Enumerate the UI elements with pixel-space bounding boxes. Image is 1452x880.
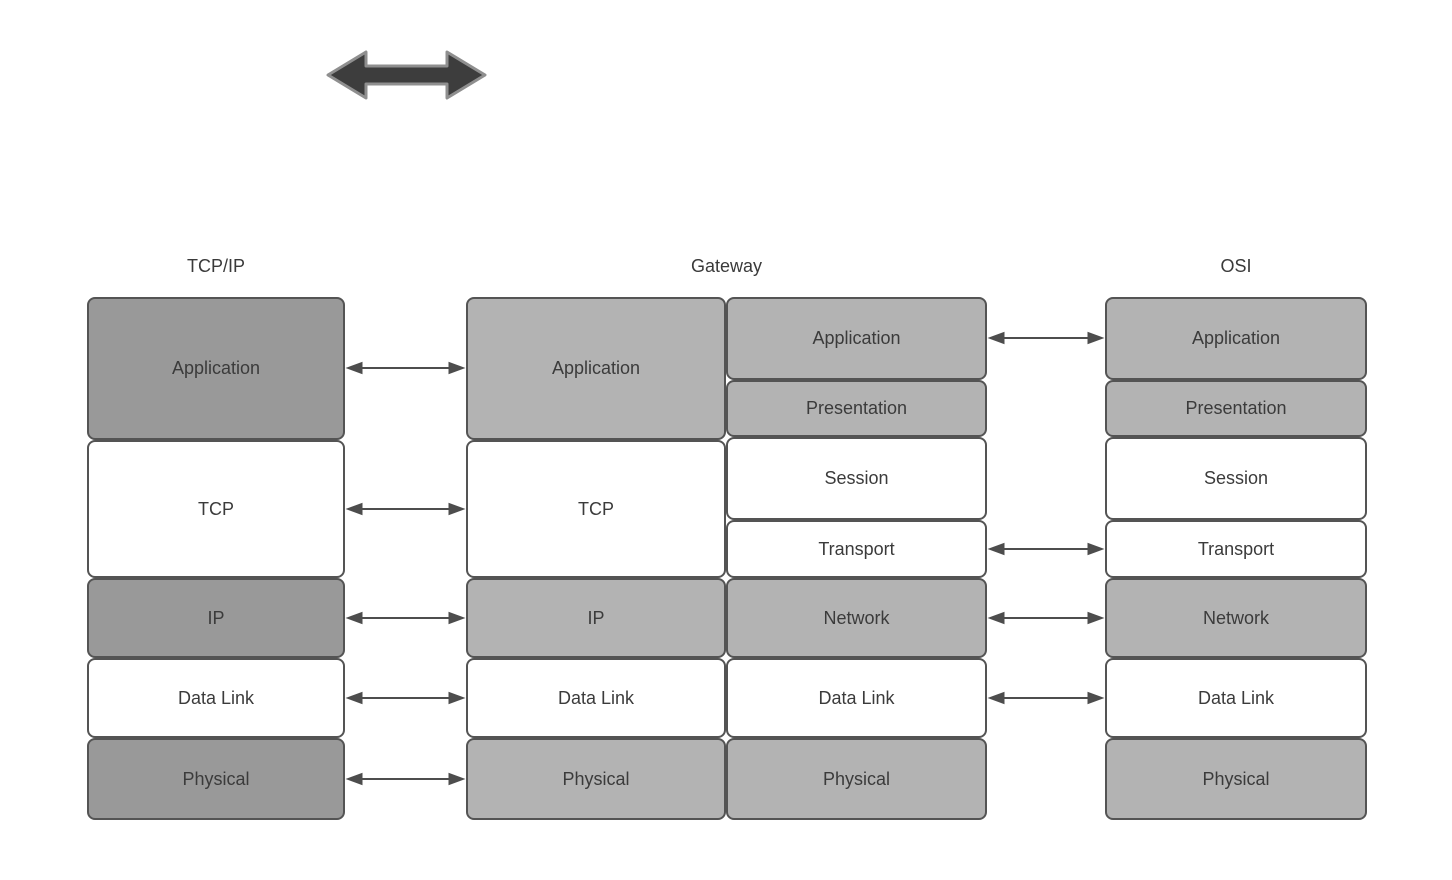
column-title-tcpip: TCP/IP xyxy=(186,256,245,276)
layer-box-osi-datalink: Data Link xyxy=(1105,658,1367,738)
layer-box-gateway-left-physical: Physical xyxy=(466,738,726,820)
layer-box-osi-presentation: Presentation xyxy=(1105,380,1367,437)
layer-box-gateway-right-physical: Physical xyxy=(726,738,987,820)
connector-gateway-osi-application xyxy=(987,331,1105,345)
layer-box-tcpip-physical: Physical xyxy=(87,738,345,820)
connector-tcpip-gateway-physical xyxy=(345,772,466,786)
connector-tcpip-gateway-ip xyxy=(345,611,466,625)
connector-tcpip-gateway-tcp xyxy=(345,502,466,516)
layer-box-osi-session: Session xyxy=(1105,437,1367,520)
layer-box-osi-network: Network xyxy=(1105,578,1367,658)
column-title-osi: OSI xyxy=(1220,256,1252,276)
layer-box-tcpip-application: Application xyxy=(87,297,345,440)
layer-box-gateway-right-datalink: Data Link xyxy=(726,658,987,738)
layer-box-gateway-right-network: Network xyxy=(726,578,987,658)
layer-box-tcpip-datalink: Data Link xyxy=(87,658,345,738)
layer-box-tcpip-tcp: TCP xyxy=(87,440,345,578)
layer-box-gateway-right-transport: Transport xyxy=(726,520,987,578)
layer-box-gateway-right-presentation: Presentation xyxy=(726,380,987,437)
connector-gateway-osi-datalink xyxy=(987,691,1105,705)
layer-box-gateway-left-tcp: TCP xyxy=(466,440,726,578)
layer-box-gateway-left-ip: IP xyxy=(466,578,726,658)
layer-box-gateway-right-application: Application xyxy=(726,297,987,380)
layer-box-gateway-left-application: Application xyxy=(466,297,726,440)
layer-box-gateway-left-datalink: Data Link xyxy=(466,658,726,738)
connector-tcpip-gateway-datalink xyxy=(345,691,466,705)
layer-box-osi-transport: Transport xyxy=(1105,520,1367,578)
column-title-gateway: Gateway xyxy=(690,256,763,276)
connector-tcpip-gateway-application xyxy=(345,361,466,375)
layer-box-tcpip-ip: IP xyxy=(87,578,345,658)
layer-box-gateway-right-session: Session xyxy=(726,437,987,520)
layer-box-osi-application: Application xyxy=(1105,297,1367,380)
layer-box-osi-physical: Physical xyxy=(1105,738,1367,820)
connector-gateway-osi-network xyxy=(987,611,1105,625)
connector-gateway-osi-transport xyxy=(987,542,1105,556)
thick-double-headed-arrow-icon xyxy=(326,50,487,100)
